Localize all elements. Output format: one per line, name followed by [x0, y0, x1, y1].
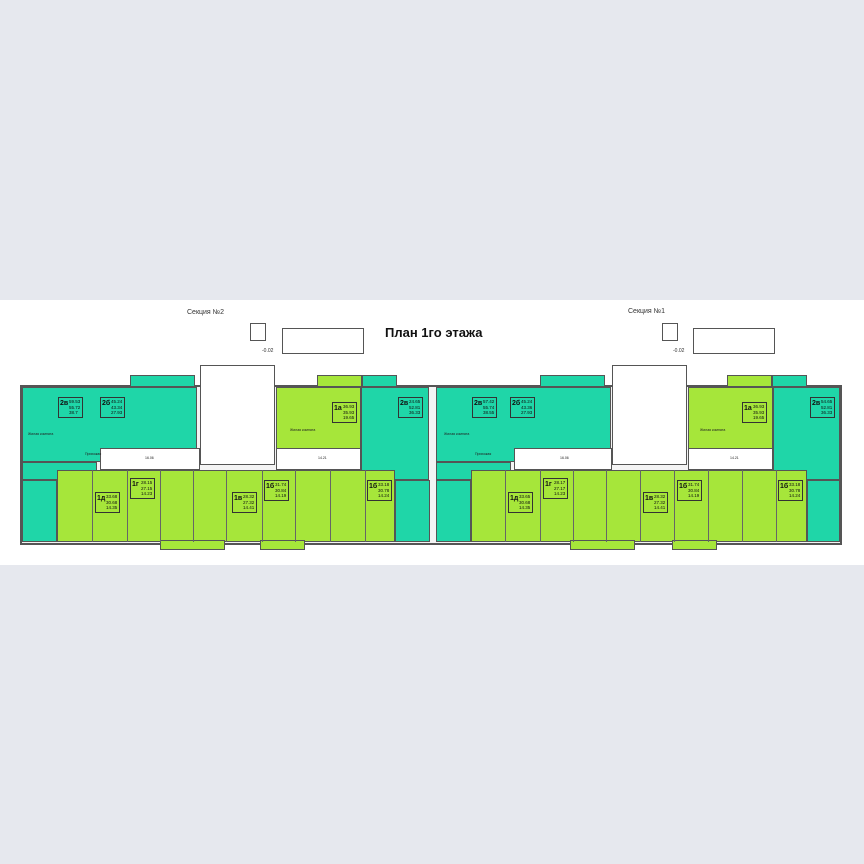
corridor [276, 448, 361, 470]
section-2-label: Секция №2 [187, 309, 225, 316]
floor-plan-sheet: Секция №2 Секция №1 План 1го этажа -0.02… [0, 300, 864, 565]
corridor-area: 14.21 [730, 456, 739, 460]
stair-core-section-2 [200, 365, 275, 465]
balcony [317, 375, 362, 387]
apartment-2v[interactable] [361, 387, 429, 480]
corridor-area: 16.06 [560, 456, 569, 460]
level-mark: -0.02 [262, 348, 274, 354]
living-room [436, 480, 471, 542]
balcony [672, 540, 717, 550]
level-mark: -0.02 [673, 348, 685, 354]
corridor [514, 448, 612, 470]
section-1-label: Секция №1 [628, 308, 666, 315]
stair-section-1 [662, 323, 678, 341]
balcony [570, 540, 635, 550]
ramp-section-2 [282, 328, 364, 354]
apartment-2v[interactable] [773, 387, 840, 480]
stair-core-section-1 [612, 365, 687, 465]
bottom-apartments-section-1 [471, 470, 807, 542]
room-label: Жилая комната [290, 428, 316, 432]
balcony [130, 375, 195, 387]
corridor [688, 448, 773, 470]
corridor-area: 16.06 [145, 456, 154, 460]
living-room [22, 480, 57, 542]
living-room [395, 480, 430, 542]
corridor-area: 14.21 [318, 456, 327, 460]
room-label: Жилая комната [28, 432, 54, 436]
balcony [540, 375, 605, 387]
ramp-section-1 [693, 328, 775, 354]
balcony [727, 375, 772, 387]
room-label: Жилая комната [444, 432, 470, 436]
room-label: Прихожая [85, 452, 102, 456]
living-room [807, 480, 840, 542]
plan-title: План 1го этажа [385, 325, 483, 340]
room-label: Прихожая [475, 452, 492, 456]
balcony [772, 375, 807, 387]
balcony [160, 540, 225, 550]
corridor [100, 448, 200, 470]
balcony [362, 375, 397, 387]
room-label: Жилая комната [700, 428, 726, 432]
stair-section-2 [250, 323, 266, 341]
balcony [260, 540, 305, 550]
